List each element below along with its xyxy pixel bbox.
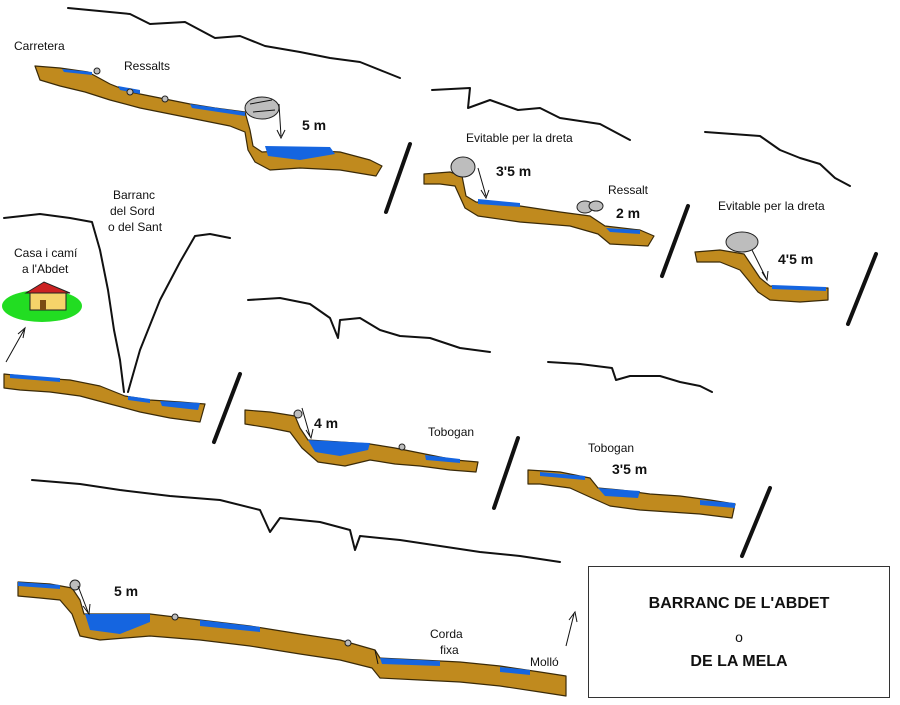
label-drop-5m-top: 5 m: [302, 117, 326, 133]
label-corda-2: fixa: [440, 643, 459, 657]
section-7: [17, 479, 578, 697]
canyon-bed-1: [34, 65, 383, 177]
label-drop-4-5m: 4'5 m: [778, 251, 813, 267]
canyon-bed-4: [3, 373, 206, 423]
separator-4: [212, 372, 242, 444]
canyon-wall-5: [247, 297, 491, 353]
canyon-wall-1: [67, 7, 401, 79]
separator-2: [660, 204, 690, 278]
section-4: [2, 213, 231, 423]
section-3: [694, 131, 851, 303]
boulders-ressalt: [576, 200, 604, 214]
canyon-wall-3: [704, 131, 851, 187]
pool-5a: [308, 440, 370, 456]
pool-7e: [500, 667, 530, 675]
pool-1d: [265, 146, 335, 160]
separator-3: [846, 252, 878, 326]
pool-4a: [10, 374, 60, 382]
pebble: [398, 443, 406, 451]
label-mollo: Molló: [530, 655, 559, 669]
house-icon: [2, 281, 82, 322]
pool-6a: [540, 472, 585, 480]
label-carretera: Carretera: [14, 39, 65, 53]
label-drop-2m: 2 m: [616, 205, 640, 221]
label-corda-1: Corda: [430, 627, 463, 641]
pebble: [344, 639, 352, 647]
exit-arrow-mollo: [565, 610, 578, 647]
pool-7c: [200, 620, 260, 632]
drop-arrow-5m-bottom: [77, 585, 91, 616]
rope-corda-fixa: [374, 649, 379, 665]
label-evitable-1: Evitable per la dreta: [466, 131, 573, 145]
canyon-bed-2: [423, 171, 655, 247]
pool-7b: [85, 614, 150, 634]
pool-5b: [425, 455, 460, 463]
boulder-1: [244, 96, 280, 120]
path-arrow-casa: [5, 326, 26, 363]
section-2: [423, 87, 655, 247]
label-evitable-2: Evitable per la dreta: [718, 199, 825, 213]
separator-5: [492, 436, 520, 510]
canyon-wall-4: [3, 213, 125, 393]
label-ressalts: Ressalts: [124, 59, 170, 73]
pebble: [171, 613, 179, 621]
section-5: [244, 297, 491, 473]
label-barranc-1: Barranc: [113, 188, 155, 202]
title-box: BARRANC DE L'ABDET o DE LA MELA: [588, 566, 890, 698]
title-line-1: BARRANC DE L'ABDET: [648, 595, 830, 612]
drop-arrow-4-5m: [751, 249, 769, 282]
pebble: [126, 88, 134, 96]
drop-arrow-5m-top: [276, 103, 286, 140]
pebble: [293, 409, 303, 419]
pool-7a: [18, 582, 60, 589]
pool-1c: [190, 104, 245, 116]
title-line-2: o: [735, 629, 743, 645]
pebble: [93, 67, 101, 75]
drop-arrow-3-5m: [477, 167, 490, 200]
canyon-wall-7: [31, 479, 561, 563]
canyon-bed-5: [244, 409, 479, 473]
pebble: [69, 579, 81, 591]
separator-6: [740, 486, 772, 558]
canyon-bed-7: [17, 581, 567, 697]
pool-1a: [62, 69, 92, 75]
pebble: [161, 95, 169, 103]
pool-2b: [606, 228, 640, 234]
boulder-2: [450, 156, 476, 178]
label-tobogan-1: Tobogan: [428, 425, 474, 439]
drop-arrow-4m: [301, 407, 314, 440]
section-6: [527, 361, 736, 519]
boulder-3: [725, 231, 759, 253]
section-1: [34, 7, 401, 177]
label-casa-2: a l'Abdet: [22, 262, 69, 276]
canyon-wall-6: [547, 361, 713, 393]
label-barranc-3: o del Sant: [108, 220, 163, 234]
separator-1: [384, 142, 412, 214]
label-drop-5m-bottom: 5 m: [114, 583, 138, 599]
label-drop-3-5m-mid: 3'5 m: [612, 461, 647, 477]
pool-7d: [380, 658, 440, 666]
label-barranc-2: del Sord: [110, 204, 155, 218]
label-drop-3-5m-top: 3'5 m: [496, 163, 531, 179]
pool-3a: [772, 285, 826, 291]
title-line-3: DE LA MELA: [690, 653, 788, 670]
pool-4b: [128, 396, 150, 403]
tributary-wall-4: [127, 233, 231, 393]
pool-2a: [478, 199, 520, 207]
label-drop-4m: 4 m: [314, 415, 338, 431]
label-ressalt: Ressalt: [608, 183, 649, 197]
pool-6b: [598, 488, 640, 498]
pool-6c: [700, 500, 735, 508]
label-casa-1: Casa i camí: [14, 246, 78, 260]
canyon-wall-2: [431, 87, 631, 141]
pool-4c: [160, 401, 200, 410]
label-tobogan-2: Tobogan: [588, 441, 634, 455]
